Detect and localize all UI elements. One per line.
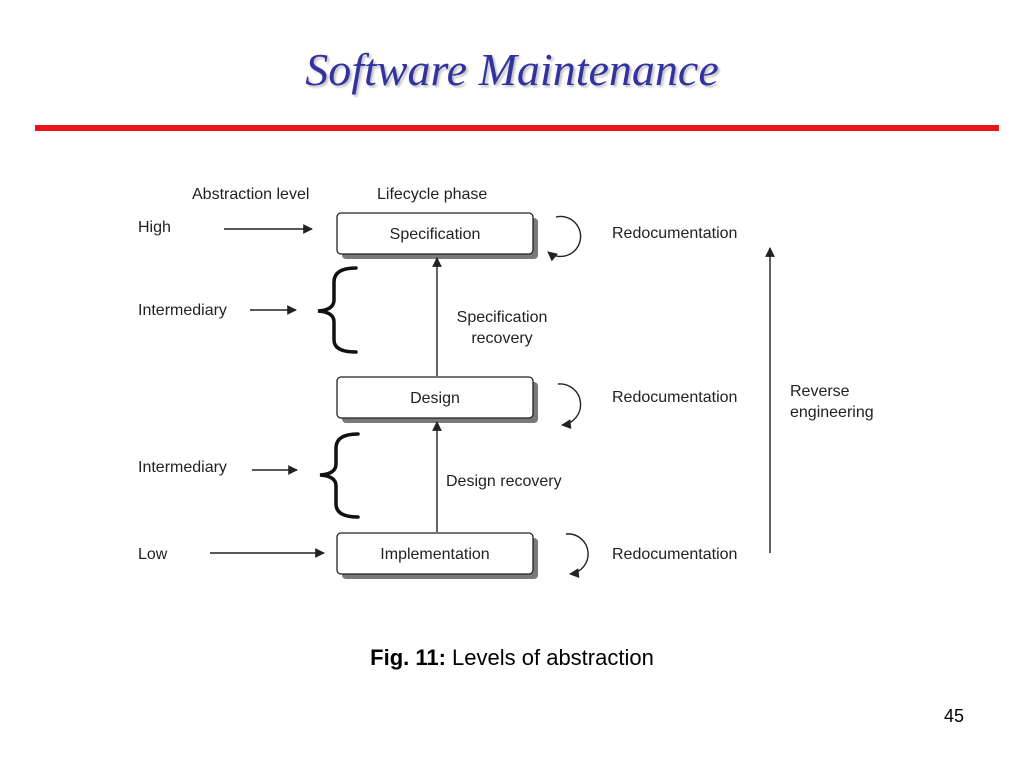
level-intermediary-top-label: Intermediary [138, 302, 227, 319]
design-label: Design [410, 390, 460, 407]
redocumentation-bottom-label: Redocumentation [612, 546, 737, 563]
specification-recovery-label-2: recovery [471, 330, 532, 347]
level-high-label: High [138, 219, 171, 236]
slide-title: Software Maintenance [305, 44, 719, 95]
brace-bottom [319, 432, 360, 519]
brace-top [317, 266, 358, 354]
redoc-loop-middle-icon [557, 383, 582, 430]
level-intermediary-bottom-label: Intermediary [138, 459, 227, 476]
redocumentation-top-label: Redocumentation [612, 225, 737, 242]
figure-caption-label: Fig. 11: [370, 645, 446, 670]
page-number: 45 [943, 706, 964, 726]
design-box [336, 376, 534, 419]
redoc-loop-top-icon [547, 215, 582, 262]
figure-caption: Fig. 11: Levels of abstraction [0, 645, 1024, 671]
implementation-label: Implementation [380, 546, 489, 563]
level-low-label: Low [138, 546, 168, 563]
implementation-box [336, 532, 534, 575]
specification-box [336, 212, 534, 255]
figure-caption-text: Levels of abstraction [445, 645, 654, 670]
specification-label: Specification [390, 226, 481, 243]
redocumentation-middle-label: Redocumentation [612, 389, 737, 406]
specification-recovery-label-1: Specification [457, 309, 548, 326]
redoc-loop-bottom-icon [565, 533, 589, 578]
reverse-engineering-label-2: engineering [790, 404, 874, 421]
reverse-engineering-label-1: Reverse [790, 383, 850, 400]
title-divider [35, 125, 999, 131]
lifecycle-phase-header: Lifecycle phase [377, 186, 487, 203]
design-recovery-label: Design recovery [446, 473, 562, 490]
abstraction-level-header: Abstraction level [192, 186, 309, 203]
